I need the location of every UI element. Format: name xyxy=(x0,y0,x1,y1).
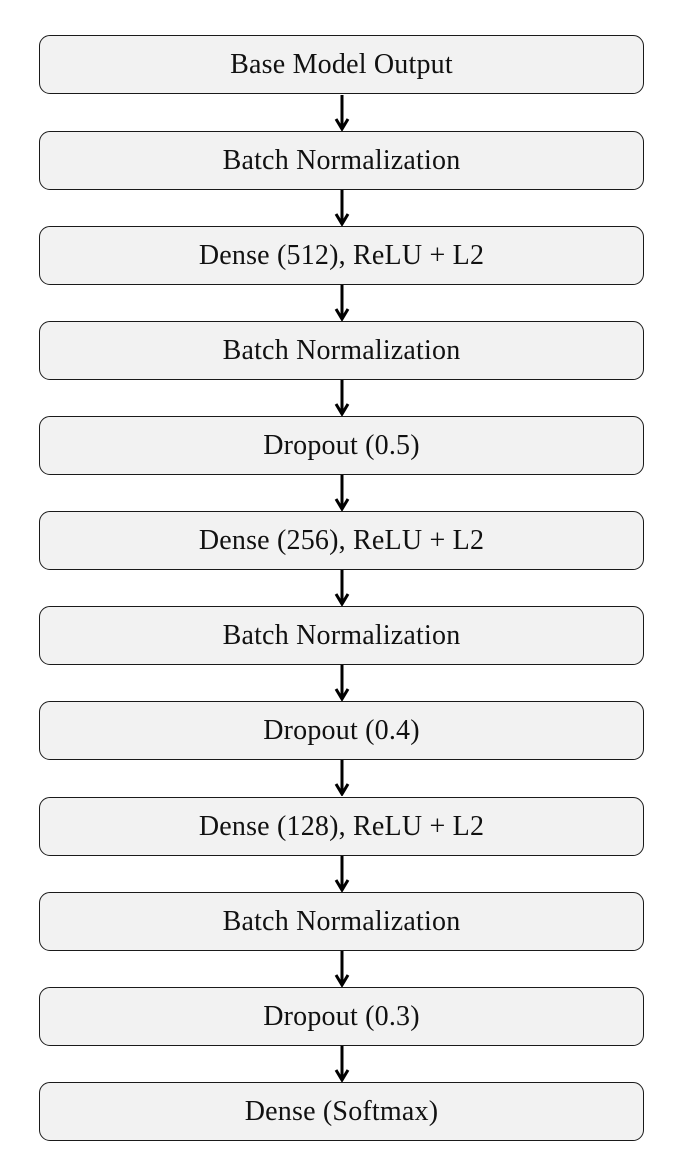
down-arrow-icon xyxy=(334,380,350,416)
down-arrow-icon xyxy=(334,285,350,321)
layer-label: Dense (256), ReLU + L2 xyxy=(198,524,485,556)
down-arrow-icon xyxy=(334,856,350,892)
down-arrow-icon xyxy=(334,951,350,987)
layer-box-12: Dense (Softmax) xyxy=(39,1082,644,1141)
layer-box-5: Dropout (0.5) xyxy=(39,416,644,475)
down-arrow-icon xyxy=(334,570,350,606)
layer-label: Dropout (0.3) xyxy=(263,1000,420,1032)
down-arrow-icon xyxy=(334,760,350,796)
down-arrow-icon xyxy=(334,1046,350,1082)
down-arrow-icon xyxy=(334,95,350,131)
layer-label: Dense (512), ReLU + L2 xyxy=(198,239,485,271)
layer-box-9: Dense (128), ReLU + L2 xyxy=(39,797,644,856)
layer-box-4: Batch Normalization xyxy=(39,321,644,380)
layer-label: Dense (Softmax) xyxy=(244,1095,439,1127)
layer-box-10: Batch Normalization xyxy=(39,892,644,951)
layer-label: Dense (128), ReLU + L2 xyxy=(198,810,485,842)
layer-box-7: Batch Normalization xyxy=(39,606,644,665)
down-arrow-icon xyxy=(334,665,350,701)
layer-label: Base Model Output xyxy=(230,48,453,80)
layer-label: Dropout (0.4) xyxy=(263,714,420,746)
layer-label: Batch Normalization xyxy=(222,334,461,366)
layer-box-11: Dropout (0.3) xyxy=(39,987,644,1046)
down-arrow-icon xyxy=(334,190,350,226)
layer-label: Batch Normalization xyxy=(222,905,461,937)
layer-label: Dropout (0.5) xyxy=(263,429,420,461)
layer-box-1: Base Model Output xyxy=(39,35,644,94)
layer-box-2: Batch Normalization xyxy=(39,131,644,190)
layer-box-6: Dense (256), ReLU + L2 xyxy=(39,511,644,570)
layer-box-8: Dropout (0.4) xyxy=(39,701,644,760)
layer-label: Batch Normalization xyxy=(222,144,461,176)
down-arrow-icon xyxy=(334,475,350,511)
layer-label: Batch Normalization xyxy=(222,619,461,651)
layer-box-3: Dense (512), ReLU + L2 xyxy=(39,226,644,285)
